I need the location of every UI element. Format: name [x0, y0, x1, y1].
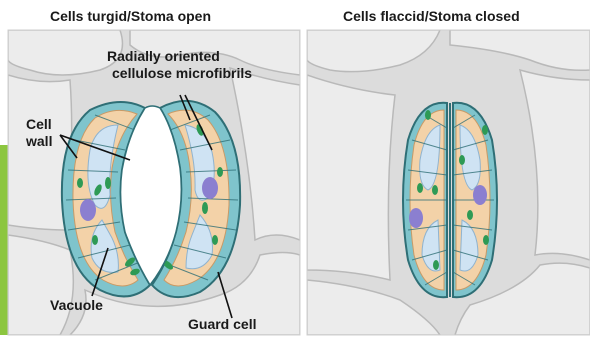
chloroplast	[432, 185, 438, 195]
chloroplast	[483, 235, 489, 245]
chloroplast	[433, 260, 439, 270]
epidermal-cell	[8, 30, 123, 75]
chloroplast	[202, 202, 208, 214]
nucleus	[202, 177, 218, 199]
chloroplast	[459, 155, 465, 165]
chloroplast	[77, 178, 83, 188]
chloroplast	[467, 210, 473, 220]
chloroplast	[417, 183, 423, 193]
nucleus	[80, 199, 96, 221]
label-cell-wall-line1: Cell	[26, 116, 52, 133]
chloroplast	[92, 235, 98, 245]
chloroplast	[425, 110, 431, 120]
panel-title-open: Cells turgid/Stoma open	[50, 8, 211, 24]
label-cell-wall-line2: wall	[26, 133, 52, 150]
chloroplast	[212, 235, 218, 245]
right-panel-background	[307, 30, 590, 335]
label-cell-wall: Cell wall	[26, 116, 52, 150]
nucleus	[473, 185, 487, 205]
panel-title-closed: Cells flaccid/Stoma closed	[343, 8, 520, 24]
label-microfibrils-line2: cellulose microfibrils	[112, 65, 252, 82]
chloroplast	[482, 125, 488, 135]
chloroplast	[217, 167, 223, 177]
epidermal-cell	[307, 75, 395, 280]
nucleus	[409, 208, 423, 228]
chloroplast	[105, 177, 111, 189]
epidermal-cell	[8, 235, 73, 335]
label-vacuole: Vacuole	[50, 297, 103, 314]
label-microfibrils: Radially oriented cellulose microfibrils	[107, 48, 252, 82]
label-guard-cell: Guard cell	[188, 316, 256, 333]
label-microfibrils-line1: Radially oriented	[107, 48, 252, 65]
left-accent-bar	[0, 145, 8, 335]
